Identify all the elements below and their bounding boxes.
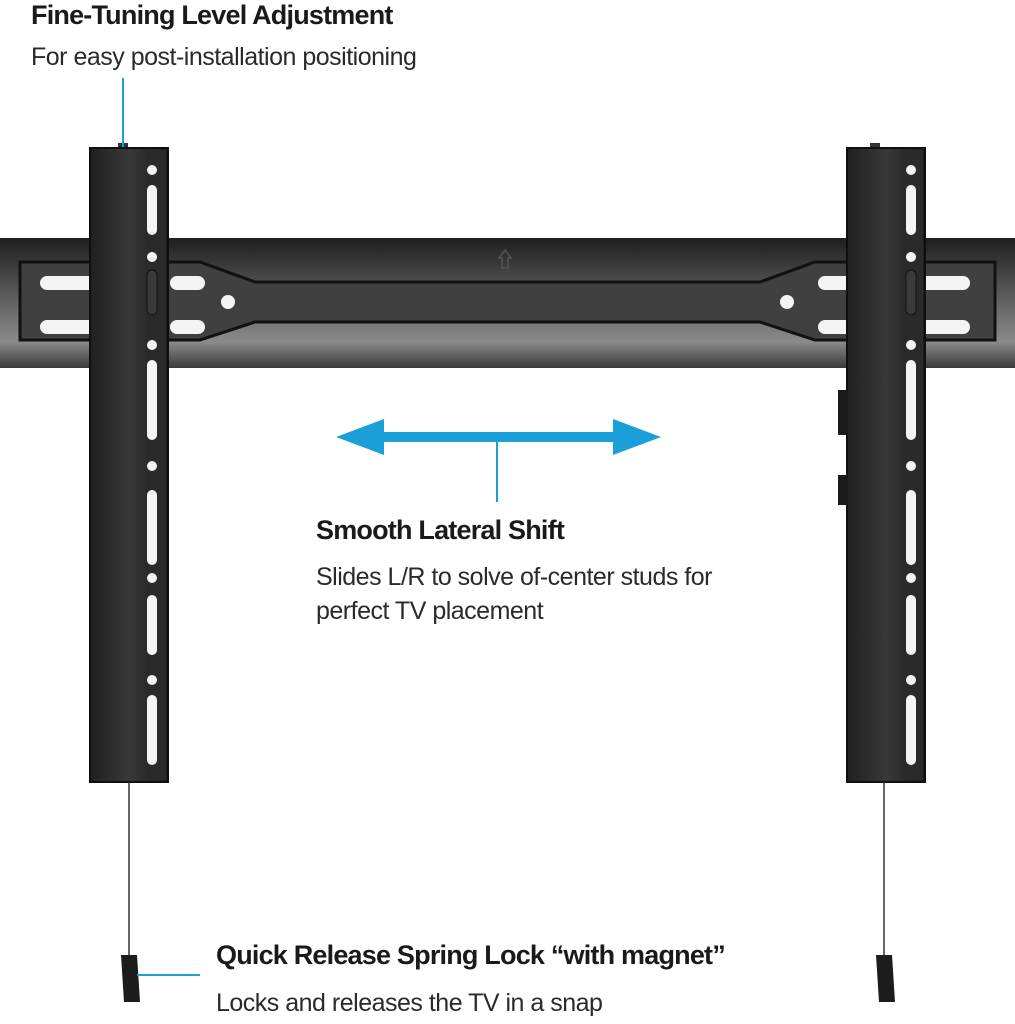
left-rail: [89, 143, 169, 783]
lateral-shift-description-line1: Slides L/R to solve of-center studs for: [316, 563, 712, 591]
spring-lock-title: Quick Release Spring Lock “with magnet”: [216, 940, 726, 970]
lateral-shift-title: Smooth Lateral Shift: [316, 515, 565, 545]
right-spring-lock: [876, 782, 895, 1002]
fine-tuning-description: For easy post-installation positioning: [31, 43, 417, 71]
fine-tuning-title: Fine-Tuning Level Adjustment: [31, 0, 393, 30]
double-arrow-icon: [336, 419, 661, 455]
lateral-shift-description-line2: perfect TV placement: [316, 597, 544, 625]
spring-lock-description: Locks and releases the TV in a snap: [216, 989, 603, 1017]
left-spring-lock: [121, 782, 140, 1002]
right-rail: [838, 143, 926, 783]
